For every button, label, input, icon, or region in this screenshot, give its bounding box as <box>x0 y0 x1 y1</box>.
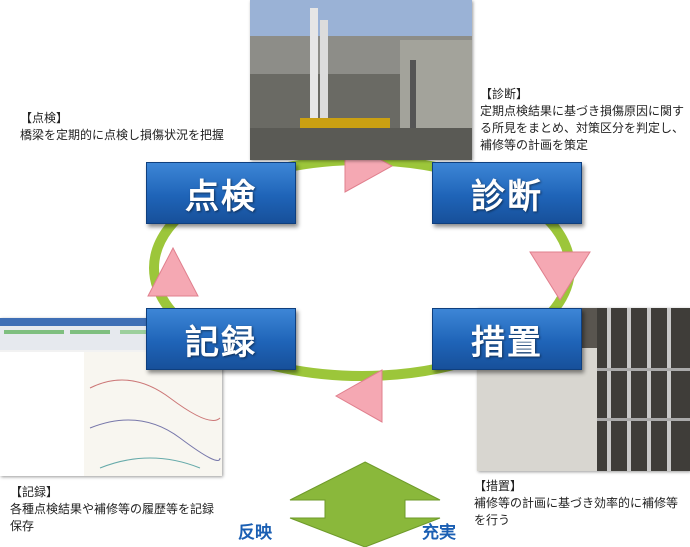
note-record-title: 【記録】 <box>10 485 59 499</box>
note-measure-body: 補修等の計画に基づき効率的に補修等を行う <box>474 496 679 527</box>
feedback-left-label: 反映 <box>238 523 272 543</box>
arrow-right-icon <box>529 251 591 301</box>
note-diagnose-body: 定期点検結果に基づき損傷原因に関する所見をまとめ、対策区分を判定し、補修等の計画… <box>480 104 685 152</box>
note-inspect-body: 橋梁を定期的に点検し損傷状況を把握 <box>20 128 225 142</box>
bridge-inspection-photo <box>250 0 472 160</box>
note-inspect-title: 【点検】 <box>20 111 69 125</box>
step-measure-box: 措置 <box>432 308 582 370</box>
note-diagnose: 【診断】 定期点検結果に基づき損傷原因に関する所見をまとめ、対策区分を判定し、補… <box>480 86 685 154</box>
arrow-bottom-icon <box>334 369 383 423</box>
updown-arrow-icon <box>289 461 441 547</box>
note-inspect: 【点検】 橋梁を定期的に点検し損傷状況を把握 <box>20 110 230 144</box>
step-inspect-box: 点検 <box>146 162 296 224</box>
note-record-body: 各種点検結果や補修等の履歴等を記録保存 <box>10 502 215 533</box>
step-diagnose-box: 診断 <box>432 162 582 224</box>
note-measure-title: 【措置】 <box>474 479 523 493</box>
note-record: 【記録】 各種点検結果や補修等の履歴等を記録保存 <box>10 484 225 535</box>
arrow-left-icon <box>147 246 199 297</box>
step-record-box: 記録 <box>146 308 296 370</box>
note-diagnose-title: 【診断】 <box>480 87 529 101</box>
feedback-right-label: 充実 <box>422 523 456 543</box>
note-measure: 【措置】 補修等の計画に基づき効率的に補修等を行う <box>474 478 684 529</box>
